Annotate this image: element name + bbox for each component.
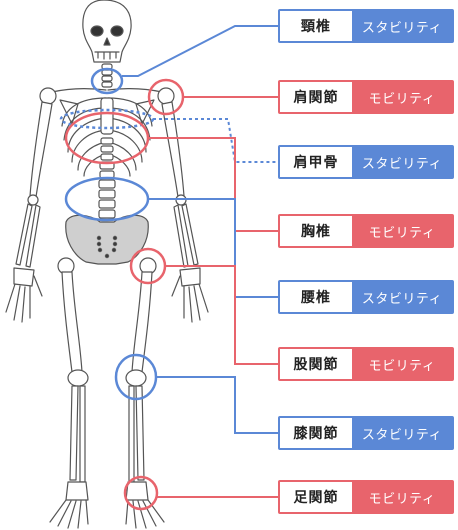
label-name: 胸椎: [280, 216, 352, 246]
connector-knee: [156, 376, 278, 434]
label-role: スタビリティ: [352, 147, 452, 177]
highlight-markers: [59, 67, 185, 511]
label-thoracic: 胸椎 モビリティ: [278, 214, 454, 248]
label-role: モビリティ: [352, 482, 452, 512]
connector-thoracic: [148, 137, 278, 232]
rib-cage: [61, 97, 153, 177]
marker-cervical: [90, 67, 124, 95]
label-role: モビリティ: [352, 349, 452, 379]
connector-hip: [165, 265, 278, 365]
label-shoulder: 肩関節 モビリティ: [278, 80, 454, 114]
label-ankle: 足関節 モビリティ: [278, 480, 454, 514]
marker-ankle: [123, 475, 159, 511]
connector-lines: [122, 25, 278, 498]
pelvis: [65, 214, 149, 265]
label-lumbar: 腰椎 スタビリティ: [278, 280, 454, 314]
label-name: 頸椎: [280, 11, 352, 41]
skeleton: [5, 0, 209, 529]
legs: [49, 257, 165, 529]
connector-scapula: [153, 118, 278, 163]
label-name: 足関節: [280, 482, 352, 512]
label-name: 膝関節: [280, 418, 352, 448]
skull: [82, 0, 132, 63]
cervical-spine: [101, 63, 113, 88]
label-hip: 股関節 モビリティ: [278, 347, 454, 381]
spine: [98, 137, 116, 219]
label-name: 肩甲骨: [280, 147, 352, 177]
label-knee: 膝関節 スタビリティ: [278, 416, 454, 450]
label-cervical: 頸椎 スタビリティ: [278, 9, 454, 43]
label-name: 腰椎: [280, 282, 352, 312]
label-scapula: 肩甲骨 スタビリティ: [278, 145, 454, 179]
connector-cervical: [122, 25, 278, 77]
label-role: スタビリティ: [352, 282, 452, 312]
label-role: スタビリティ: [352, 11, 452, 41]
label-name: 股関節: [280, 349, 352, 379]
connector-lumbar: [148, 198, 278, 298]
label-role: スタビリティ: [352, 418, 452, 448]
label-role: モビリティ: [352, 216, 452, 246]
label-name: 肩関節: [280, 82, 352, 112]
label-role: モビリティ: [352, 82, 452, 112]
